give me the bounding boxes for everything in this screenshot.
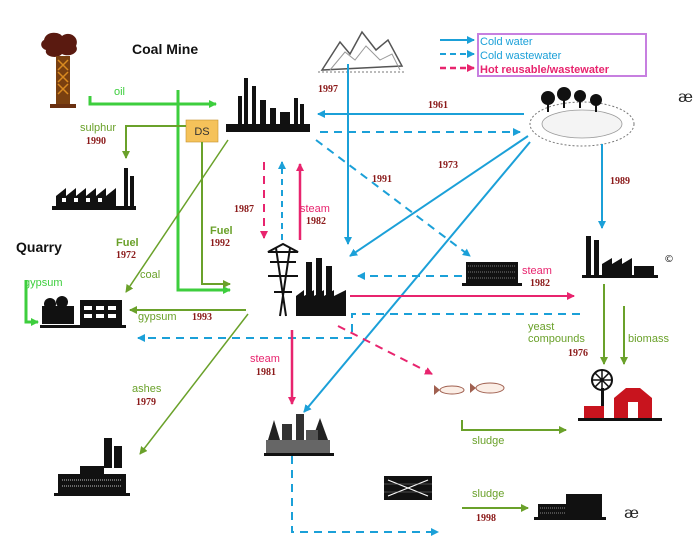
- arrow-coal-mine-to-power: [176, 90, 231, 294]
- steam-1982-label: steam: [300, 203, 330, 215]
- coal-mine-title: Coal Mine: [132, 41, 198, 57]
- gypsum-quarry-label: gypsum: [24, 277, 63, 289]
- sulphur-year: 1990: [86, 136, 106, 147]
- sludge-1998-label: sludge: [472, 488, 504, 500]
- mountains-icon: [318, 30, 404, 73]
- arrow-sulphur: [122, 125, 186, 159]
- fuel-1972-year: 1972: [116, 250, 136, 261]
- biomass-label: biomass: [628, 333, 669, 345]
- steam-1981-label: steam: [250, 353, 280, 365]
- steam-board-label: steam: [522, 265, 552, 277]
- arrow-water-1973: [349, 135, 529, 257]
- year-1997: 1997: [318, 84, 338, 95]
- legend-cold-water-label: Cold water: [480, 36, 533, 48]
- steam-1982-year: 1982: [306, 216, 326, 227]
- quarry-building-icon: [40, 296, 126, 328]
- fuel-1972-label: Fuel: [116, 237, 139, 249]
- gypsum-year: 1993: [192, 312, 212, 323]
- sludge-farm-label: sludge: [472, 435, 504, 447]
- ds-label: DS: [194, 126, 209, 138]
- quarry-title: Quarry: [16, 239, 62, 255]
- ae-mark-top: æ: [678, 87, 693, 106]
- yeast-label: yeast: [528, 321, 554, 333]
- farm-icon: [578, 369, 662, 421]
- power-plant-icon: [267, 242, 346, 317]
- town-icon: [264, 414, 334, 456]
- remediation-tanks-icon: [384, 476, 432, 500]
- arrow-ashes: [139, 313, 249, 455]
- legend-box: [477, 33, 647, 77]
- ashes-year: 1979: [136, 397, 156, 408]
- arrow-wastewater-1991: [315, 139, 471, 257]
- year-1961: 1961: [428, 100, 448, 111]
- arrow-fuel-1972: [125, 139, 229, 293]
- fuel-1992-label: Fuel: [210, 225, 233, 237]
- refinery-icon: [226, 78, 310, 132]
- year-1987: 1987: [234, 204, 254, 215]
- arrow-hot-fish: [337, 325, 433, 375]
- yeast-year: 1976: [568, 348, 588, 359]
- arrow-sludge-farm: [461, 420, 567, 434]
- legend-cold-wastewater-label: Cold wastewater: [480, 50, 562, 62]
- arrow-fuel-1992: [201, 142, 231, 288]
- arrow-gypsum-quarry: [24, 280, 39, 326]
- coal-mine-icon: [41, 32, 77, 108]
- gypsum-label: gypsum: [138, 311, 177, 323]
- oil-label: oil: [114, 86, 125, 98]
- ae-mark-bottom: æ: [624, 503, 639, 522]
- ashes-label: ashes: [132, 383, 162, 395]
- board-factory-icon: [462, 262, 522, 286]
- year-1989: 1989: [610, 176, 630, 187]
- legend-hot-water-label: Hot reusable/wastewater: [480, 64, 610, 76]
- sludge-1998-year: 1998: [476, 513, 496, 524]
- fish-farm-icon: [434, 382, 505, 395]
- sludge-building-icon: [534, 494, 606, 520]
- arrow-wastewater-treatment: [291, 456, 439, 536]
- copyright-mark: ©: [664, 254, 674, 265]
- year-1973: 1973: [438, 160, 458, 171]
- fuel-1992-year: 1992: [210, 238, 230, 249]
- pharma-plant-icon: [582, 236, 658, 278]
- arrow-wastewater-quarry: [137, 313, 580, 342]
- steam-1981-year: 1981: [256, 367, 276, 378]
- cement-plant-icon: [54, 438, 130, 496]
- lake-icon: [529, 87, 635, 147]
- coal-label: coal: [140, 269, 160, 281]
- steam-board-year: 1982: [530, 278, 550, 289]
- compounds-label: compounds: [528, 333, 585, 345]
- arrow-oil: [88, 96, 217, 108]
- factory-sulphur-icon: [52, 168, 136, 210]
- sulphur-label: sulphur: [80, 122, 116, 134]
- year-1991: 1991: [372, 174, 392, 185]
